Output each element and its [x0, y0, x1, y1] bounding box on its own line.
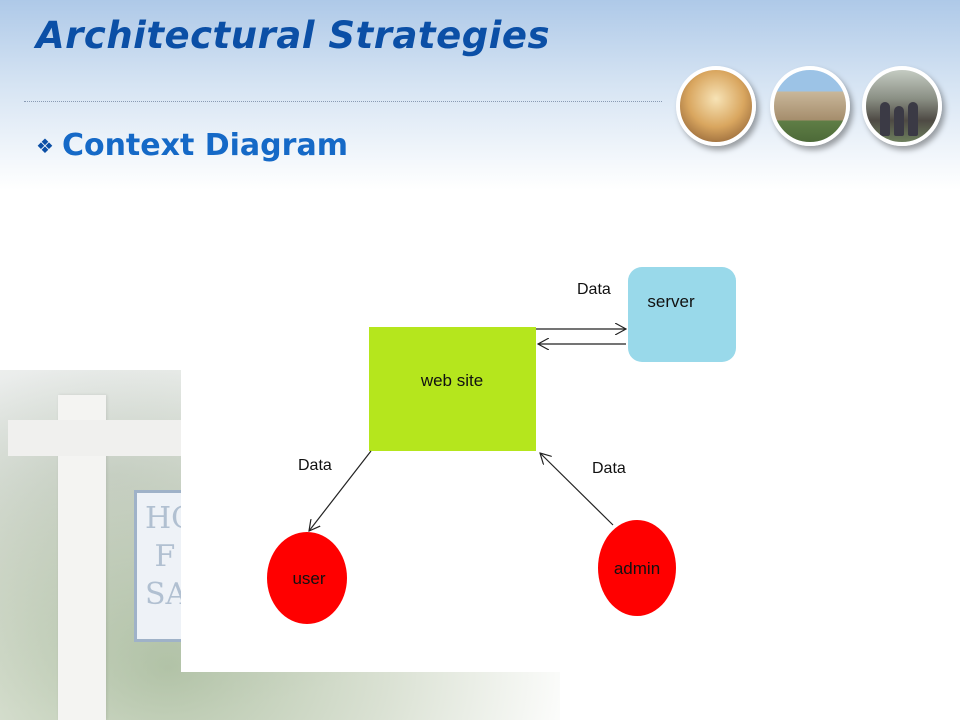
server-node — [628, 267, 736, 362]
subtitle-text: Context Diagram — [61, 128, 348, 163]
website-node — [369, 327, 536, 451]
user-node-label: user — [292, 569, 325, 588]
context-diagram-panel: web site server user admin Data Data Dat… — [181, 190, 741, 672]
person-figure — [880, 102, 890, 136]
edge-label-admin-data: Data — [592, 460, 626, 477]
website-node-label: web site — [420, 371, 483, 390]
person-figure — [908, 102, 918, 136]
family-photo — [862, 66, 942, 146]
admin-node — [598, 520, 676, 616]
person-figure — [894, 106, 904, 136]
title-divider — [24, 101, 662, 102]
diamond-bullet-icon: ❖ — [36, 133, 54, 158]
edge-label-server-data: Data — [577, 281, 611, 298]
sign-post-arm — [8, 420, 208, 456]
house-photo — [770, 66, 850, 146]
arrow-website-to-user — [309, 450, 372, 531]
arrow-admin-to-website — [540, 453, 614, 526]
context-diagram: web site server user admin Data Data Dat… — [267, 267, 736, 624]
admin-node-label: admin — [614, 559, 660, 578]
slide-title: Architectural Strategies — [36, 14, 550, 57]
room-photo — [676, 66, 756, 146]
server-node-label: server — [647, 292, 695, 311]
user-node — [267, 532, 347, 624]
edge-label-user-data: Data — [298, 457, 332, 474]
subtitle-row: ❖ Context Diagram — [36, 128, 348, 163]
